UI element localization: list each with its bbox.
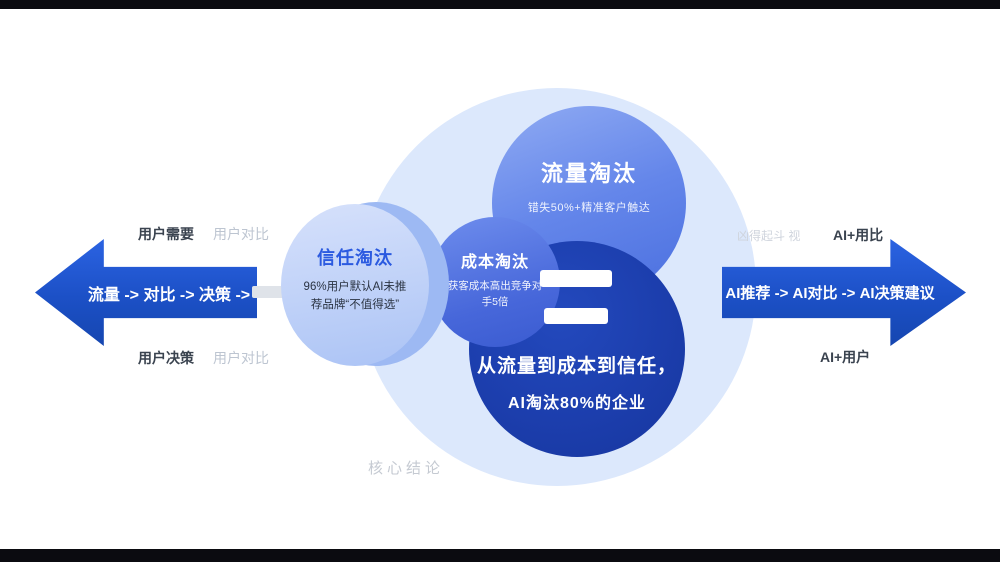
cost-elimination-circle: 成本淘汰 获客成本高出竞争对手5倍 bbox=[430, 217, 560, 347]
conclusion-line2: AI淘汰80%的企业 bbox=[507, 395, 647, 412]
bottom-letterbox-bar bbox=[0, 549, 1000, 562]
trust-circle-desc: 96%用户默认AI未推荐品牌“不值得选” bbox=[303, 281, 407, 311]
cost-circle-title: 成本淘汰 bbox=[460, 254, 529, 271]
left-bottom-label-secondary: 用户对比 bbox=[213, 350, 269, 366]
right-top-label-faint: 凶得起斗 视 bbox=[737, 229, 801, 243]
right-flow-arrow-text: AI推荐 -> AI对比 -> AI决策建议 bbox=[725, 285, 935, 302]
right-flow-arrow: AI推荐 -> AI对比 -> AI决策建议 bbox=[722, 239, 966, 346]
equals-sign-bar-top bbox=[540, 270, 612, 287]
left-bottom-label-primary: 用户决策 bbox=[138, 350, 194, 366]
top-letterbox-bar bbox=[0, 0, 1000, 9]
left-top-label-secondary: 用户对比 bbox=[213, 226, 269, 242]
left-flow-arrow: 流量 -> 对比 -> 决策 -> bbox=[35, 239, 257, 346]
trust-circle-title: 信任淘汰 bbox=[317, 248, 393, 268]
diagram-caption: 核心结论 bbox=[368, 460, 445, 477]
traffic-circle-desc: 错失50%+精准客户触达 bbox=[527, 202, 651, 214]
left-top-label-primary: 用户需要 bbox=[138, 226, 194, 242]
cost-circle-desc: 获客成本高出竞争对手5倍 bbox=[447, 280, 543, 308]
traffic-circle-title: 流量淘汰 bbox=[540, 161, 637, 186]
conclusion-line1: 从流量到成本到信任， bbox=[476, 356, 677, 377]
left-flow-arrow-text: 流量 -> 对比 -> 决策 -> bbox=[87, 286, 251, 304]
trust-elimination-circle: 信任淘汰 96%用户默认AI未推荐品牌“不值得选” bbox=[281, 204, 429, 366]
right-bottom-label-primary: AI+用户 bbox=[820, 349, 871, 365]
right-top-label-primary: AI+用比 bbox=[833, 227, 884, 243]
equals-sign-bar-bottom bbox=[544, 308, 608, 324]
